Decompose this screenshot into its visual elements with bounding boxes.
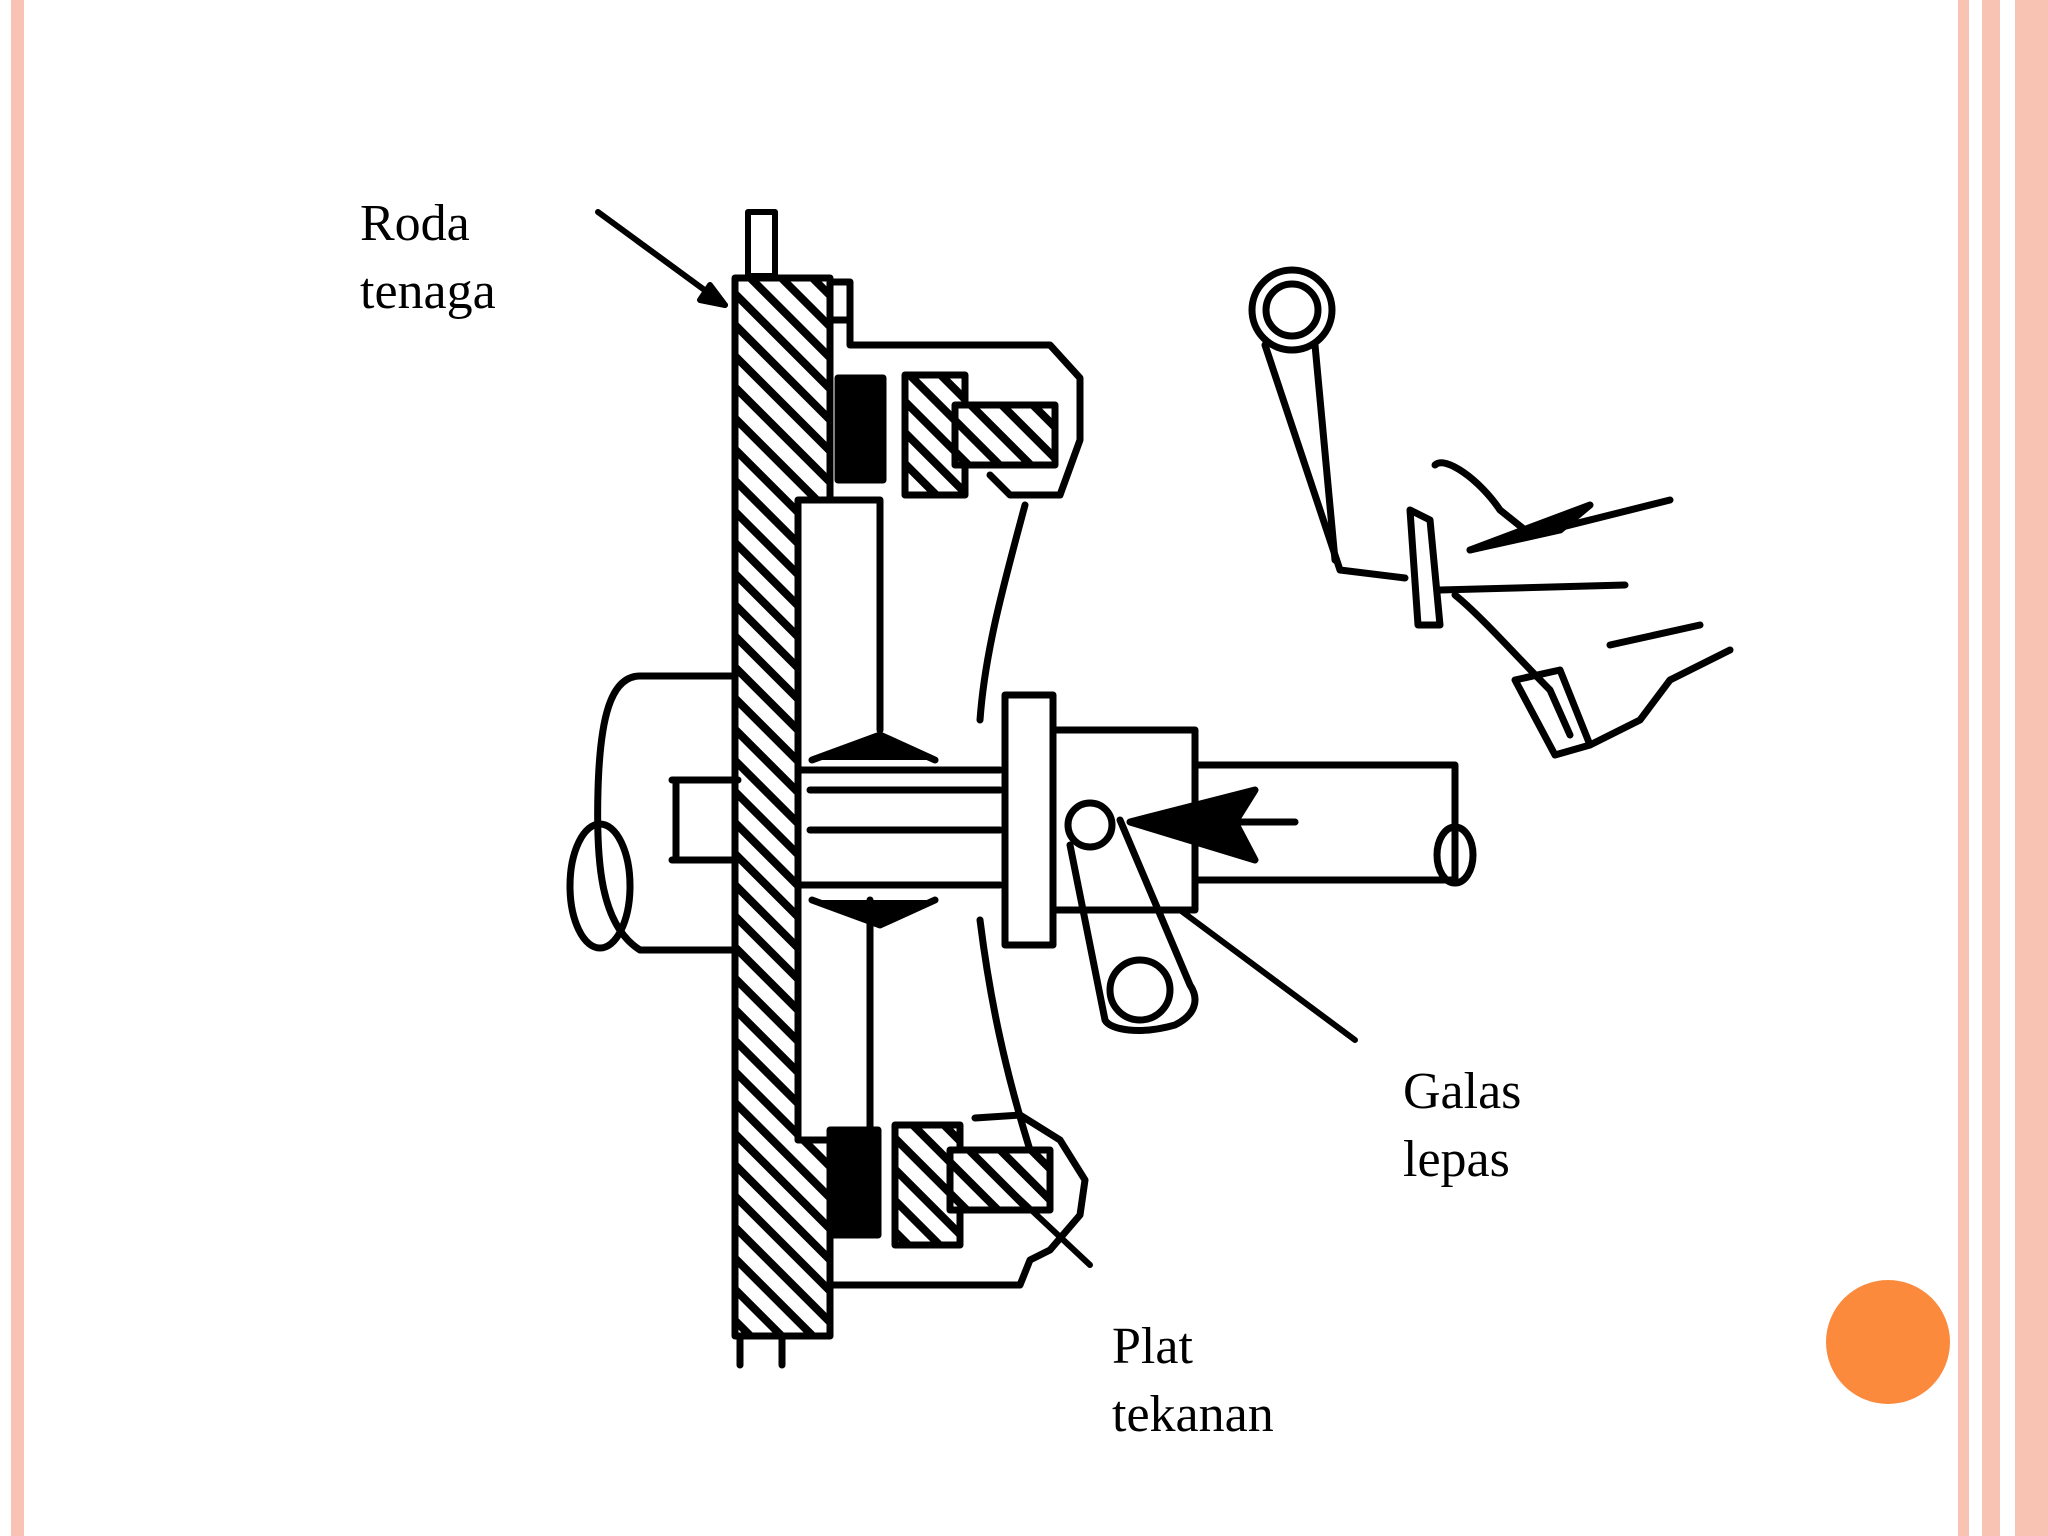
label-line: Galas <box>1403 1063 1522 1120</box>
pressure-plate-lever <box>976 501 1034 1154</box>
label-line: tenaga <box>360 263 496 320</box>
arrow-pedal-force <box>1466 496 1674 554</box>
clutch-shaft <box>796 731 1004 929</box>
right-border-stripe <box>1958 0 1969 1536</box>
leader-galas-lepas <box>1177 907 1358 1043</box>
clutch-cover <box>826 278 1084 499</box>
label-line: lepas <box>1403 1131 1510 1188</box>
leader-plat-tekanan <box>1007 1187 1093 1268</box>
arrow-bearing-push <box>1126 786 1299 864</box>
slide-accent-dot <box>1826 1280 1950 1404</box>
friction-disc-upper <box>796 371 1059 734</box>
label-line: tekanan <box>1112 1386 1274 1443</box>
leader-lines <box>595 209 1358 1268</box>
left-border-stripe <box>11 0 24 1536</box>
label-line: Roda <box>360 195 470 252</box>
label-galas-lepas: Galas lepas <box>1403 1058 1521 1194</box>
right-border-stripe <box>2015 0 2048 1536</box>
crankshaft <box>566 672 742 954</box>
label-roda-tenaga: Roda tenaga <box>360 190 496 326</box>
release-fork <box>1064 799 1199 1034</box>
clutch-pedal <box>1248 266 1734 759</box>
label-line: Plat <box>1112 1318 1193 1375</box>
friction-disc-lower <box>796 896 1089 1289</box>
right-border-stripe <box>1982 0 2000 1536</box>
input-shaft <box>1191 761 1477 887</box>
label-plat-tekanan: Plat tekanan <box>1112 1313 1274 1449</box>
